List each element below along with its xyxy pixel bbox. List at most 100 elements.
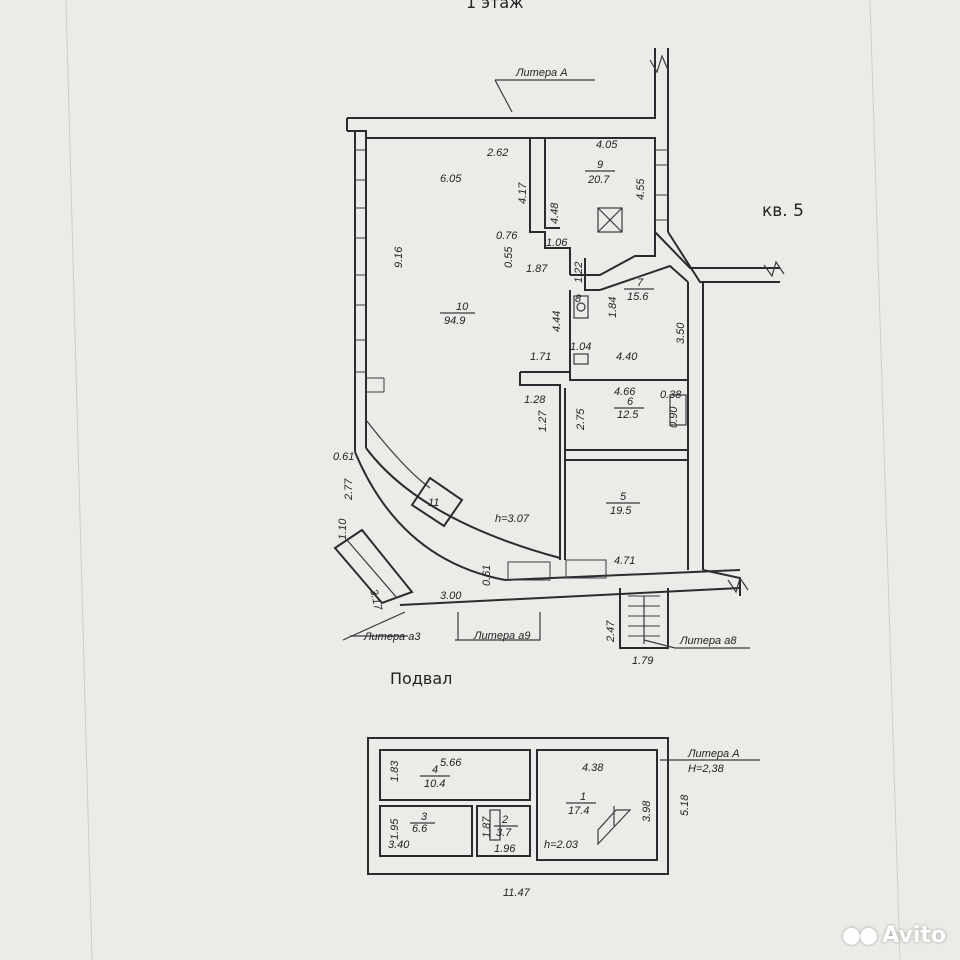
avito-watermark: ●●Avito [841,923,946,948]
svg-text:1.04: 1.04 [570,341,591,353]
svg-text:1.22: 1.22 [573,262,585,283]
basement-room-label-3: 3 6.6 [410,811,435,835]
entrance-porch-line [346,539,398,599]
svg-text:6: 6 [627,396,634,408]
svg-text:4.44: 4.44 [551,311,563,332]
wall-room8-right [584,258,600,291]
svg-text:1.28: 1.28 [524,394,546,406]
svg-text:2: 2 [501,814,508,826]
top-wall-outer [347,48,656,119]
basement-room4 [379,749,531,801]
svg-text:20.7: 20.7 [587,174,610,186]
svg-text:3.00: 3.00 [440,590,462,602]
svg-text:0.76: 0.76 [496,230,518,242]
basement-room-label-2: 2 3.7 [494,814,518,839]
apartment-label: кв. 5 [762,201,804,221]
litera-a8-label: Литера а8 [679,635,737,647]
room-label-5: 5 19.5 [606,491,640,517]
litera-a-basement-label: Литера А [687,748,740,760]
svg-text:2.77: 2.77 [343,478,355,501]
svg-text:5.18: 5.18 [679,794,691,816]
svg-text:4.38: 4.38 [582,762,604,774]
svg-text:3.17: 3.17 [367,588,384,613]
svg-text:1.10: 1.10 [337,518,349,540]
vent-icon [597,207,623,233]
room-label-11: 11 [428,497,439,509]
svg-text:7: 7 [637,277,644,289]
svg-text:1.87: 1.87 [526,263,548,275]
svg-text:9.16: 9.16 [393,246,405,268]
dimensions-basement: 5.66 1.83 1.95 3.40 1.87 1.96 4.38 3.98 … [388,757,691,899]
paper-edge-line [869,0,901,960]
basement-room2 [476,805,531,857]
svg-text:10: 10 [456,301,469,313]
leader-litera-a-arrow [494,79,513,113]
svg-text:0.38: 0.38 [660,389,682,401]
svg-text:1.84: 1.84 [607,297,619,318]
svg-text:1.87: 1.87 [481,816,493,838]
litera-a3-label: Литера а3 [363,631,421,643]
svg-text:4.55: 4.55 [635,178,647,200]
right-break-mark [763,260,785,278]
svg-text:12.5: 12.5 [617,409,639,421]
svg-text:4.17: 4.17 [517,182,529,204]
basement-room-height: h=2.03 [544,839,579,851]
bottom-windows [507,559,607,581]
basement-door [489,809,501,841]
wall-room9-left-b [544,138,560,229]
svg-text:10.4: 10.4 [424,778,445,790]
toilet-icon [576,302,586,312]
leader-a8 [643,639,750,649]
svg-text:1.06: 1.06 [546,237,568,249]
room-label-7: 7 15.6 [624,277,654,303]
entrance-porch [333,528,414,605]
svg-text:4: 4 [432,764,438,776]
basement-room1 [536,749,658,861]
wall-room7-bottom [520,371,688,381]
svg-text:2.47: 2.47 [605,620,617,643]
svg-text:94.9: 94.9 [444,315,465,327]
floor-title: 1 этаж [466,0,524,12]
kv5-wall-lower [667,231,780,283]
first-floor-plan [333,48,785,649]
top-break-mark [649,54,669,74]
bottom-wall-inner [504,569,741,581]
basement-plan [367,737,760,875]
svg-text:1.79: 1.79 [632,655,653,667]
svg-text:0.90: 0.90 [668,406,680,428]
wall-room9-bottom [570,232,656,276]
svg-text:3.7: 3.7 [496,827,512,839]
litera-a-label: Литера А [515,67,568,79]
basement-outer-wall [367,737,669,875]
svg-text:4.05: 4.05 [596,139,618,151]
room-label-9: 9 20.7 [585,159,615,186]
svg-text:1.27: 1.27 [537,410,549,432]
dimensions-first-floor: 2.62 6.05 4.17 4.48 4.05 4.55 9.16 0.76 … [333,139,687,667]
svg-text:1.95: 1.95 [389,818,401,840]
svg-text:4.71: 4.71 [614,555,635,567]
basement-room-label-4: 4 10.4 [420,764,450,790]
bottom-break-mark [727,576,749,594]
svg-text:6.05: 6.05 [440,173,462,185]
svg-text:4.48: 4.48 [549,202,561,224]
basement-height-label: H=2,38 [688,763,725,775]
svg-text:17.4: 17.4 [568,805,589,817]
basement-room-label-1: 1 17.4 [566,791,596,817]
wall-room9-left [529,138,571,275]
svg-text:2.75: 2.75 [575,408,587,431]
svg-text:0.61: 0.61 [333,451,354,463]
svg-text:9: 9 [597,159,603,171]
svg-text:11.47: 11.47 [503,887,531,899]
svg-text:2.62: 2.62 [486,147,508,159]
room8-fixture [573,295,589,319]
room11-block [410,476,464,528]
sink-icon [573,353,589,365]
svg-text:4.66: 4.66 [614,386,636,398]
room-label-10: 10 94.9 [440,301,475,327]
svg-text:1.96: 1.96 [494,843,516,855]
wall-room10-right [519,372,561,560]
vent-icon-diag2 [597,207,623,233]
leader-a3 [342,611,406,641]
main-height-label: h=3.07 [495,513,530,525]
